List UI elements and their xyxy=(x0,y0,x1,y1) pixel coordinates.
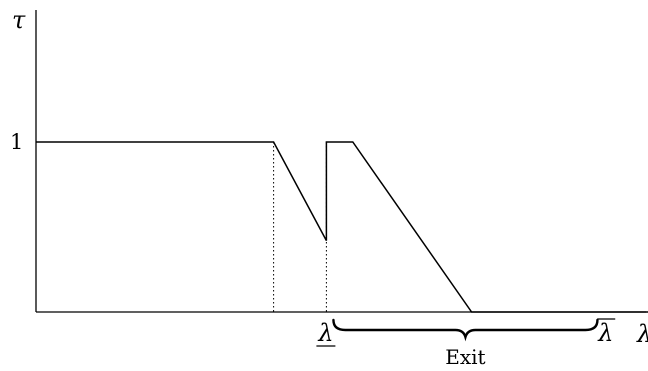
y-axis-label: τ xyxy=(12,6,26,34)
lambda-upper-label: λ xyxy=(597,319,613,347)
series xyxy=(36,141,648,313)
axis-labels: τ λ xyxy=(12,6,648,348)
y-tick-label-1: 1 xyxy=(10,130,23,154)
series-line-1 xyxy=(36,141,648,313)
annotations: Exit xyxy=(332,318,599,369)
x-axis-label: λ xyxy=(636,320,648,348)
exit-label: Exit xyxy=(445,345,485,369)
axes xyxy=(35,10,646,313)
y-ticks: 1 xyxy=(10,130,23,154)
lambda-lower-label: λ xyxy=(317,319,333,347)
exit-brace xyxy=(332,318,599,342)
